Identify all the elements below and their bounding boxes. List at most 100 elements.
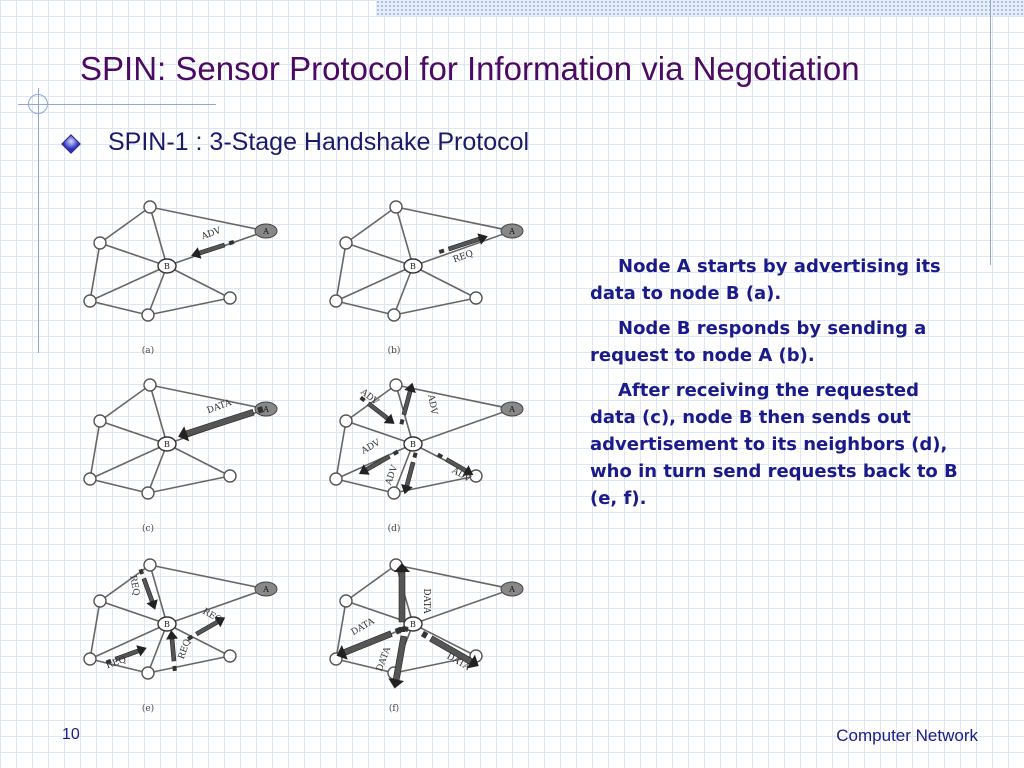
- description-paragraph: Node A starts by advertising its data to…: [590, 256, 941, 304]
- message-arrow-icon: [178, 406, 264, 442]
- node-a-label: A: [262, 585, 269, 594]
- node-a-label: A: [508, 405, 515, 414]
- arrow-tail-mark: [420, 630, 429, 639]
- network-link: [166, 265, 231, 299]
- network-link: [149, 384, 168, 445]
- arrow-label: ADV: [199, 226, 223, 243]
- network-link: [393, 443, 414, 494]
- node-a-label: A: [262, 405, 269, 414]
- network-link: [89, 658, 149, 674]
- node-a: [500, 223, 524, 239]
- network-link: [89, 600, 101, 660]
- arrow-label: DATA: [206, 398, 234, 416]
- arrow-head: [404, 382, 416, 393]
- network-link: [89, 478, 149, 494]
- arrow-head: [191, 247, 202, 259]
- page-number: 10: [62, 726, 80, 743]
- network-link: [89, 300, 149, 316]
- arrow-head: [394, 563, 410, 572]
- sensor-node: [93, 594, 107, 608]
- arrow-label: REQ: [177, 638, 193, 661]
- arrow-shaft: [198, 242, 226, 256]
- sensor-node: [143, 558, 157, 572]
- sensor-node: [387, 308, 401, 322]
- network-link: [395, 384, 513, 410]
- network-link: [335, 420, 347, 480]
- network-link: [149, 384, 267, 410]
- arrow-shaft: [366, 401, 390, 421]
- arrow-tail-mark: [436, 452, 444, 459]
- message-arrow-icon: [420, 630, 479, 669]
- network-link: [345, 242, 414, 267]
- node-b-label: B: [164, 440, 170, 449]
- arrow-shaft: [195, 619, 219, 637]
- network-link: [99, 600, 168, 625]
- panel-caption: (a): [142, 345, 154, 356]
- message-arrow-icon: [138, 568, 158, 610]
- arrow-shaft: [398, 571, 406, 623]
- sensor-node: [389, 200, 403, 214]
- arrow-head: [401, 484, 413, 495]
- network-link: [345, 206, 397, 244]
- arrow-shaft: [401, 390, 413, 416]
- node-a: [500, 401, 524, 417]
- arrow-tail-mark: [438, 248, 445, 254]
- node-a: [500, 581, 524, 597]
- sensor-node: [469, 469, 483, 483]
- node-b-label: B: [410, 440, 416, 449]
- arrow-head: [146, 599, 158, 610]
- sensor-node: [339, 594, 353, 608]
- panel-caption: (c): [142, 523, 154, 534]
- arrow-head: [178, 426, 190, 442]
- network-link: [149, 206, 267, 232]
- sensor-node: [339, 414, 353, 428]
- decorative-ring: [28, 94, 48, 114]
- node-b: [403, 616, 423, 632]
- network-link: [335, 658, 395, 674]
- node-a: [254, 581, 278, 597]
- panel-caption: (f): [389, 703, 399, 714]
- sensor-node: [223, 469, 237, 483]
- arrow-head: [358, 464, 370, 475]
- arrow-tail-mark: [401, 625, 409, 632]
- arrow-tail-mark: [412, 452, 418, 459]
- network-link: [147, 655, 231, 674]
- decorative-right-rule: [990, 0, 991, 265]
- sensor-node: [223, 649, 237, 663]
- network-link: [149, 206, 168, 267]
- sensor-node: [143, 200, 157, 214]
- sensor-node: [83, 472, 97, 486]
- message-arrow-icon: [359, 395, 395, 424]
- sensor-node: [223, 291, 237, 305]
- arrow-shaft: [169, 638, 177, 662]
- sensor-node: [387, 486, 401, 500]
- arrow-label: ADV: [359, 438, 383, 457]
- arrow-head: [466, 654, 479, 669]
- network-link: [345, 564, 397, 602]
- network-link: [335, 478, 395, 494]
- network-link: [149, 564, 267, 590]
- sensor-node: [83, 294, 97, 308]
- arrow-label: DATA: [350, 616, 377, 638]
- node-b: [157, 436, 177, 452]
- arrow-label: ADV: [425, 393, 439, 416]
- network-link: [345, 420, 414, 445]
- description-text: Node A starts by advertising its data to…: [590, 253, 960, 520]
- message-arrow-icon: [166, 630, 179, 672]
- arrow-tail-mark: [138, 568, 145, 575]
- arrow-head: [166, 630, 179, 640]
- panel-caption: (d): [388, 523, 401, 534]
- arrow-tail-mark: [172, 665, 177, 672]
- sensor-node: [93, 414, 107, 428]
- arrow-tail-mark: [359, 395, 366, 403]
- network-link: [89, 265, 168, 302]
- network-link: [335, 443, 414, 480]
- sensor-node: [93, 236, 107, 250]
- sensor-node: [329, 294, 343, 308]
- arrow-shaft: [404, 461, 416, 487]
- decorative-title-rule: [18, 104, 216, 105]
- arrow-head: [383, 413, 395, 424]
- arrow-head: [477, 233, 488, 245]
